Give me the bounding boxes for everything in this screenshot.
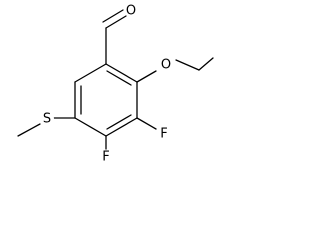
- bond-ch2-ch3: [198, 57, 214, 71]
- fluorine-lower-label: F: [102, 150, 109, 165]
- fluorine-lower-bg: [100, 151, 112, 163]
- fluorine-upper-label: F: [160, 127, 167, 142]
- atom-labels: O O F F S: [40, 4, 173, 165]
- aldehyde-oxygen-bg: [125, 5, 137, 17]
- bond-c6-c1: [74, 63, 107, 83]
- bond-c3-f-upper: [136, 117, 157, 130]
- inner-bond-c3-c4: [106, 114, 132, 130]
- aldehyde-oxygen-label: O: [126, 4, 136, 19]
- ethoxy-oxygen-label: O: [161, 58, 171, 73]
- inner-bond-c1-c2: [106, 70, 132, 86]
- ring-bonds: [74, 63, 138, 137]
- molecule-structure: O O F F S: [17, 4, 214, 165]
- bond-c4-c5: [74, 117, 107, 137]
- fluorine-upper-bg: [158, 128, 170, 140]
- bond-c2-o-ethoxy: [136, 70, 157, 83]
- substituent-bonds: [17, 9, 214, 150]
- bond-c1-c2: [105, 63, 138, 83]
- bond-s-ch3: [17, 123, 41, 137]
- bond-c3-c4: [105, 117, 138, 137]
- ethoxy-oxygen-bg: [159, 58, 173, 72]
- sulfur-bg: [40, 112, 54, 126]
- bond-o-ch2: [175, 59, 200, 71]
- sulfur-label: S: [43, 112, 51, 127]
- bond-cho-o-1: [105, 15, 127, 29]
- bond-cho-o-2: [102, 9, 124, 23]
